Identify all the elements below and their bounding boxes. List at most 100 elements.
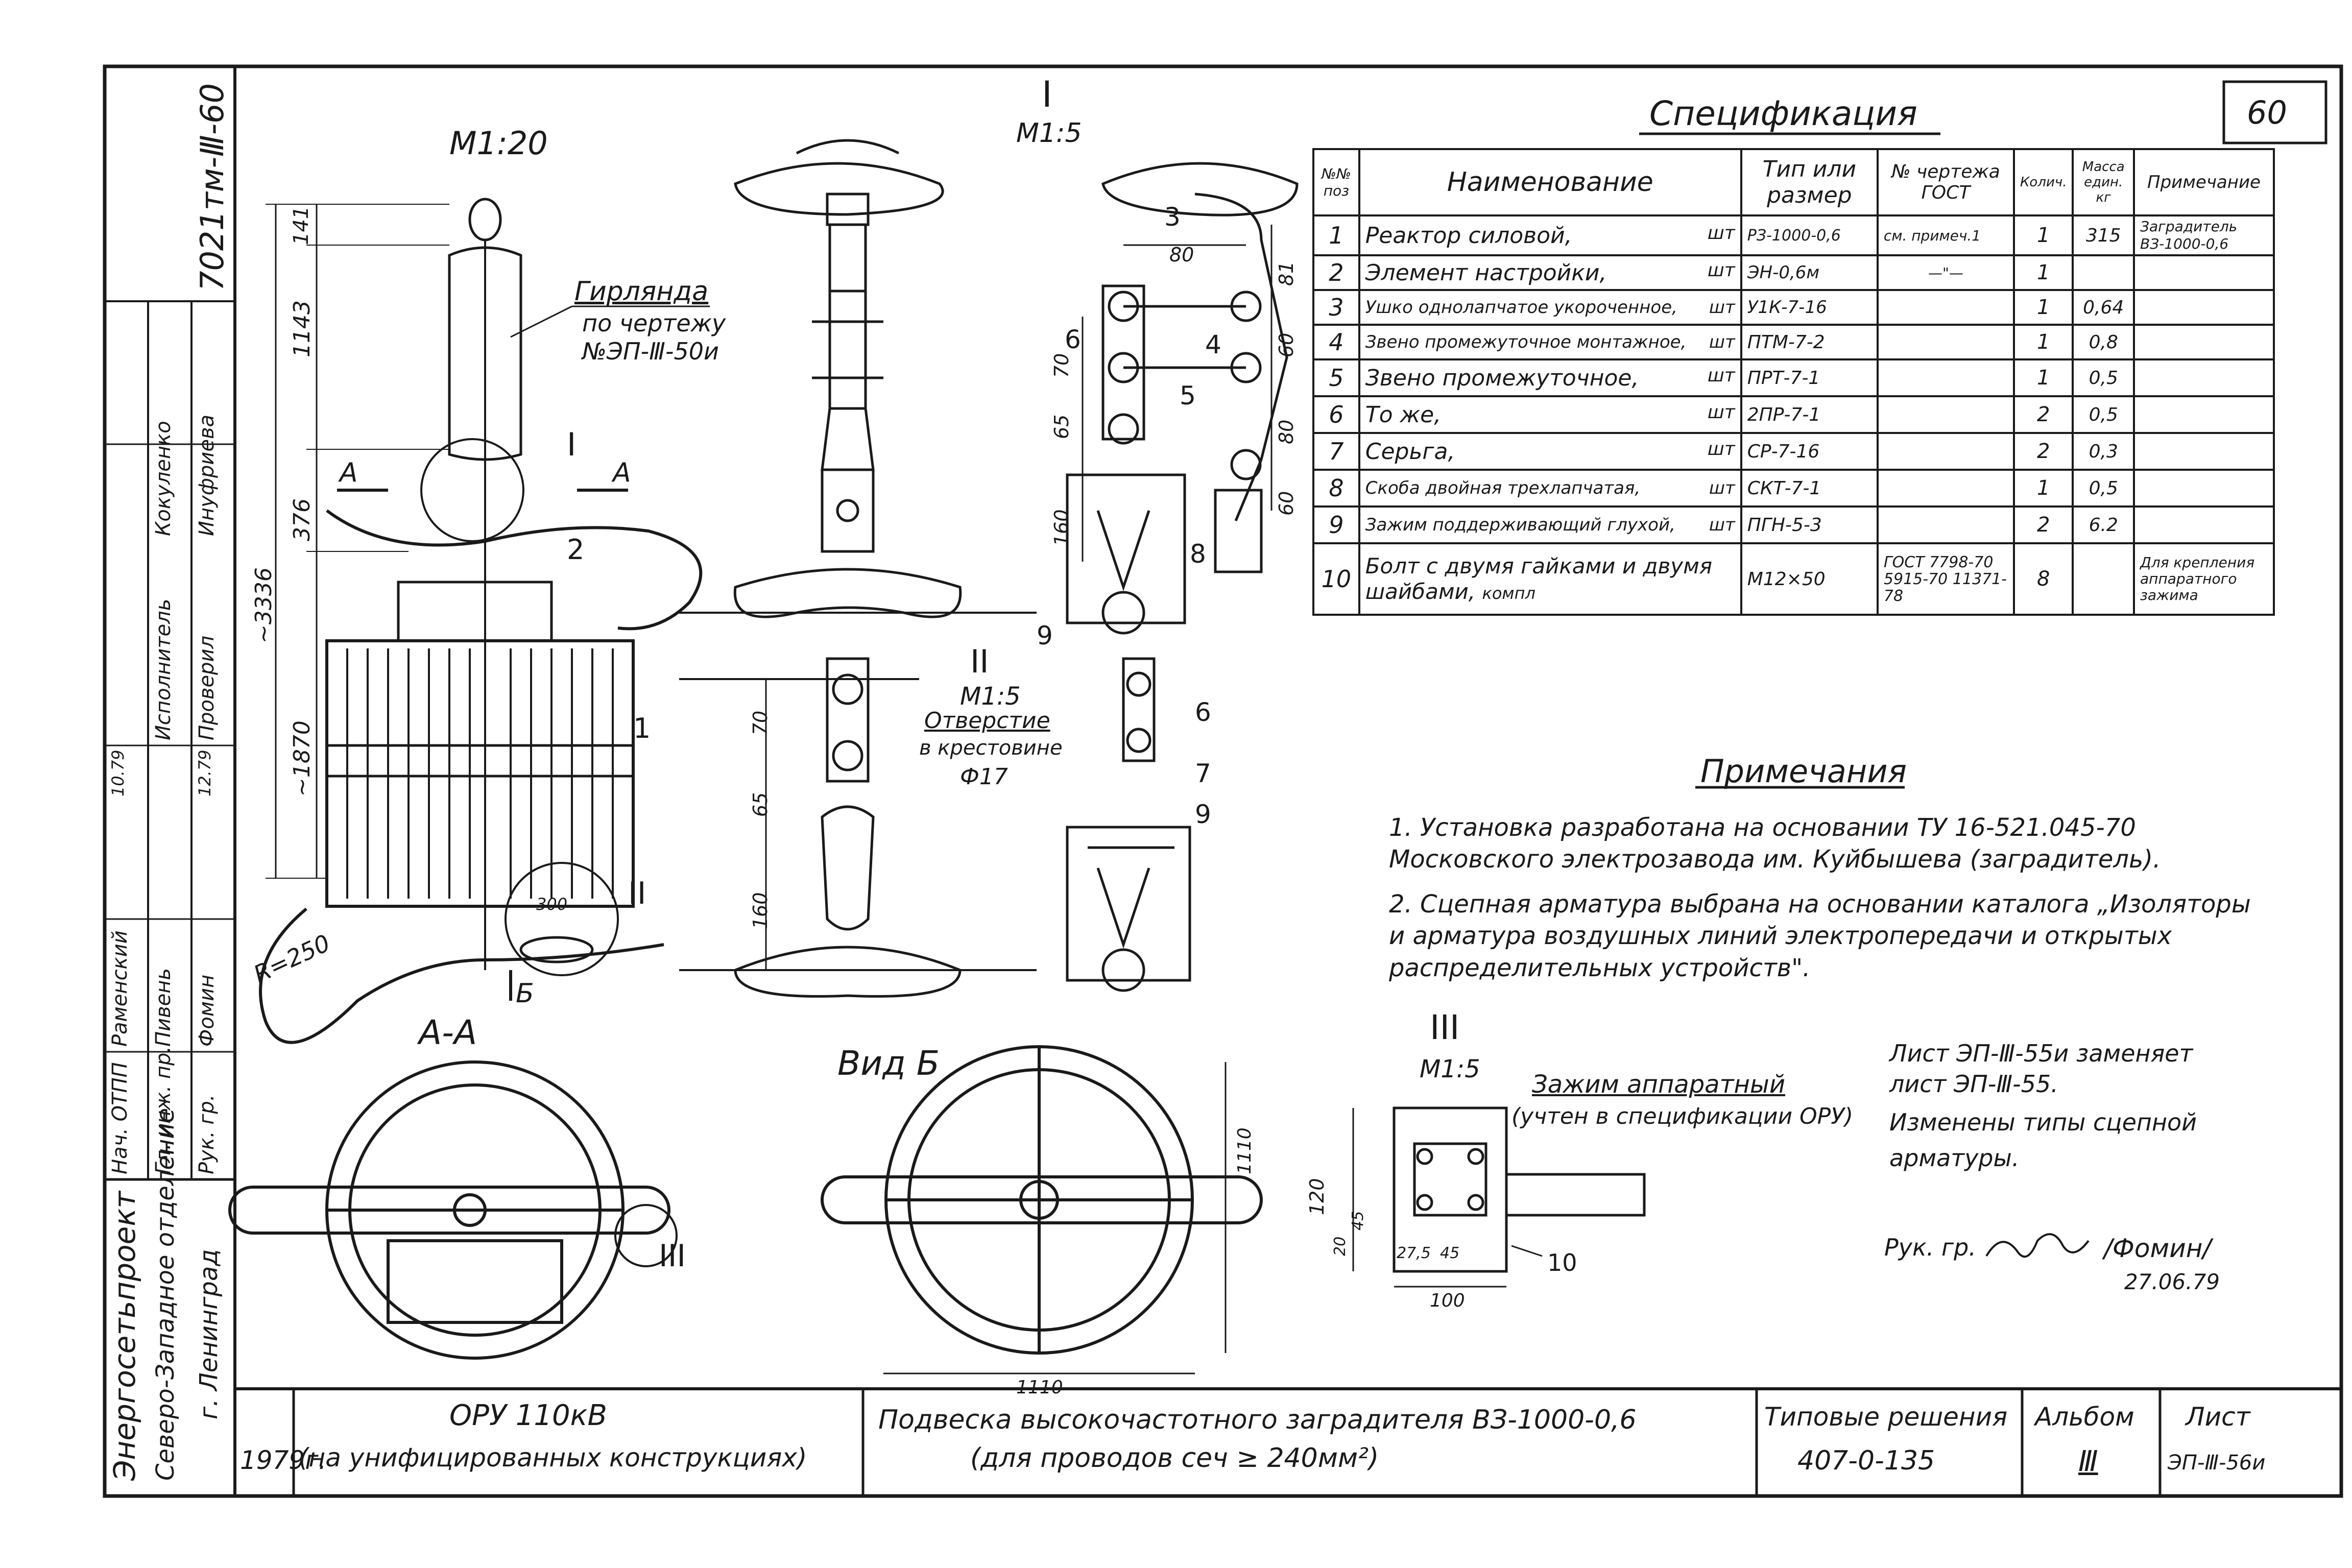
detail-I-callout-main: I xyxy=(567,426,577,463)
table-row: 2 Элемент настройки,шт ЭН-0,6м —"— 1 xyxy=(1312,254,2275,291)
sheet-label: Лист xyxy=(2186,1402,2250,1432)
side-role-3: Рук. гр. xyxy=(195,1094,219,1174)
side-date-2: 12.79 xyxy=(195,750,214,797)
table-row: 8 Скоба двойная трехлапчатая,шт СКТ-7-1 … xyxy=(1312,469,2275,508)
dim-1870: ~1870 xyxy=(289,720,315,797)
inner-frame xyxy=(233,65,2343,1498)
dim-70: 70 xyxy=(1050,353,1073,378)
garland-note-line3: №ЭП-Ⅲ-50и xyxy=(582,337,719,365)
spec-header-drawing: № чертежа ГОСТ xyxy=(1876,148,2015,216)
side-name-1: Раменский xyxy=(108,930,132,1047)
detail-I-label: I xyxy=(1042,74,1052,115)
replacement-note-line4: арматуры. xyxy=(1889,1144,2020,1172)
side-role-1: Нач. ОТПП xyxy=(108,1062,132,1174)
hole-note-line2: в крестовине xyxy=(919,736,1063,760)
dim-65-II: 65 xyxy=(749,792,772,817)
dim-60-a: 60 xyxy=(1275,332,1298,357)
side-doc-code: 7021тм-Ⅲ-60 xyxy=(194,83,231,291)
dim-1143: 1143 xyxy=(289,300,315,357)
view-B-label: Вид Б xyxy=(837,1044,940,1083)
side-org-1: Энергосетьпроект xyxy=(107,1191,142,1481)
garland-note-line2: по чертежу xyxy=(582,309,726,337)
dim-3336: ~3336 xyxy=(251,567,277,643)
callout-6-II: 6 xyxy=(1195,697,1211,727)
callout-8: 8 xyxy=(1190,539,1206,569)
detail-I-view xyxy=(679,139,1299,635)
cut-B-marker: Б xyxy=(516,978,534,1009)
signoff-role: Рук. гр. xyxy=(1884,1234,1976,1261)
table-row: 1 Реактор силовой,шт РЗ-1000-0,6 см. при… xyxy=(1312,214,2275,256)
garland-note-line1: Гирлянда xyxy=(574,276,709,307)
spec-header-note: Примечание xyxy=(2133,148,2275,216)
spec-row-unit: шт xyxy=(1707,222,1735,244)
dim-60-b: 60 xyxy=(1275,491,1298,516)
detail-II-label: II xyxy=(970,643,989,680)
section-A-A-label: А-А xyxy=(419,1013,477,1052)
signoff-name: /Фомин/ xyxy=(2104,1234,2212,1263)
callout-9: 9 xyxy=(1037,621,1053,650)
cut-A-left: А xyxy=(340,457,358,488)
dim-80-top: 80 xyxy=(1169,244,1194,266)
callout-9-II: 9 xyxy=(1195,800,1211,829)
note-item-1: 1. Установка разработана на основании ТУ… xyxy=(1389,813,2161,874)
dim-65: 65 xyxy=(1050,414,1073,439)
specification-table: №№ поз Наименование Тип или размер № чер… xyxy=(1312,148,2275,616)
detail-III-callout-main: III xyxy=(659,1238,686,1274)
detail-III-view xyxy=(1352,1106,1646,1288)
detail-II-scale: М1:5 xyxy=(960,682,1021,711)
side-name-4: Кокуленко xyxy=(152,421,175,536)
dim-275: 27,5 xyxy=(1397,1244,1431,1262)
side-name-5: Инуфриева xyxy=(195,414,219,536)
series-value: 407-0-135 xyxy=(1797,1445,1935,1476)
table-row: 4 Звено промежуточное монтажное,шт ПТМ-7… xyxy=(1312,324,2275,360)
dim-120: 120 xyxy=(1306,1178,1328,1215)
dim-160-II: 160 xyxy=(749,892,772,929)
side-date-1: 10.79 xyxy=(108,750,128,797)
title-project-line1: ОРУ 110кВ xyxy=(449,1399,607,1432)
cut-A-right: А xyxy=(613,457,631,488)
detail-I-scale: М1:5 xyxy=(1016,118,1082,149)
spec-header-type: Тип или размер xyxy=(1740,148,1879,216)
detail-II-view xyxy=(679,657,1191,998)
side-role-4: Исполнитель xyxy=(152,598,175,740)
main-scale-label: М1:20 xyxy=(449,125,548,162)
album-value: Ⅲ xyxy=(2078,1445,2098,1478)
replacement-note-line2: лист ЭП-Ⅲ-55. xyxy=(1889,1070,2058,1098)
dim-1110-v: 1110 xyxy=(1234,1127,1255,1174)
dim-45-v: 45 xyxy=(1349,1211,1367,1231)
view-B-view xyxy=(821,1045,1263,1374)
spec-header-pos: №№ поз xyxy=(1312,148,1360,216)
hole-note-line3: Ф17 xyxy=(960,764,1008,790)
callout-6: 6 xyxy=(1065,325,1081,354)
table-row: 7 Серьга,шт СР-7-16 2 0,3 xyxy=(1312,432,2275,471)
dim-70-II: 70 xyxy=(749,710,772,735)
callout-4: 4 xyxy=(1205,330,1221,359)
callout-5: 5 xyxy=(1180,381,1196,411)
dim-80-side: 80 xyxy=(1275,419,1298,444)
hole-note-line1: Отверстие xyxy=(924,708,1050,734)
dim-45-h: 45 xyxy=(1440,1244,1460,1262)
detail-II-callout-main: II xyxy=(628,876,646,911)
dim-160: 160 xyxy=(1050,509,1073,546)
spec-header-mass: Масса един. кг xyxy=(2072,148,2135,216)
callout-1: 1 xyxy=(633,712,651,744)
replacement-note-line3: Изменены типы сцепной xyxy=(1889,1108,2197,1136)
series-label: Типовые решения xyxy=(1764,1402,2008,1432)
sheet-number-box xyxy=(2222,80,2327,144)
callout-10: 10 xyxy=(1547,1249,1577,1276)
table-row: 3 Ушко однолапчатое укороченное,шт У1К-7… xyxy=(1312,289,2275,326)
table-row: 9 Зажим поддерживающий глухой,шт ПГН-5-3… xyxy=(1312,505,2275,544)
notes-title: Примечания xyxy=(1700,753,1907,790)
clamp-note-line2: (учтен в спецификации ОРУ) xyxy=(1511,1103,1854,1129)
main-view xyxy=(259,198,710,1044)
replacement-note-line1: Лист ЭП-Ⅲ-55и заменяет xyxy=(1889,1040,2193,1067)
callout-2: 2 xyxy=(567,534,585,566)
dim-20: 20 xyxy=(1331,1236,1349,1256)
dim-81: 81 xyxy=(1275,261,1298,286)
callout-3: 3 xyxy=(1164,202,1181,232)
album-label: Альбом xyxy=(2035,1402,2134,1432)
side-name-2: Пивень xyxy=(152,968,175,1047)
title-year: 1979г. xyxy=(240,1445,327,1475)
signature-scribble xyxy=(1985,1233,2090,1258)
